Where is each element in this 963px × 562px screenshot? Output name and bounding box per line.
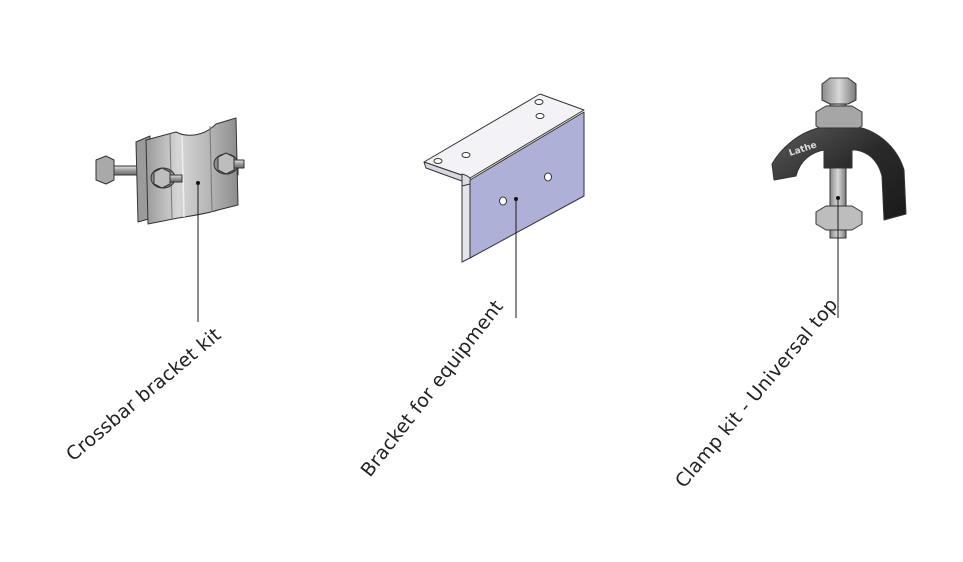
crossbar-bracket-kit-illustration xyxy=(95,117,245,225)
clamp-bolt-head xyxy=(821,77,857,105)
equipment-label: Bracket for equipment xyxy=(357,296,508,481)
equipment-bracket-illustration xyxy=(423,93,585,263)
crossbar-right-nut xyxy=(217,152,235,175)
crossbar-bolt-head xyxy=(95,155,115,185)
clamp-kit-illustration: Lathe xyxy=(771,77,907,239)
clamp-label: Clamp kit - Universal top xyxy=(671,294,842,492)
crossbar-left-nut xyxy=(153,167,171,189)
equipment-bracket-hole xyxy=(544,172,552,182)
equipment-bracket-edge xyxy=(461,183,471,263)
crossbar-label: Crossbar bracket kit xyxy=(62,324,225,466)
clamp-lower-nut xyxy=(815,205,863,231)
equipment-bracket-hole xyxy=(535,113,545,119)
equipment-bracket-hole xyxy=(499,196,507,206)
equipment-bracket-hole xyxy=(534,99,544,105)
equipment-bracket-face xyxy=(469,111,585,259)
equipment-bracket-hole xyxy=(461,152,471,158)
clamp-body xyxy=(771,127,907,221)
equipment-bracket-hole xyxy=(433,158,443,164)
